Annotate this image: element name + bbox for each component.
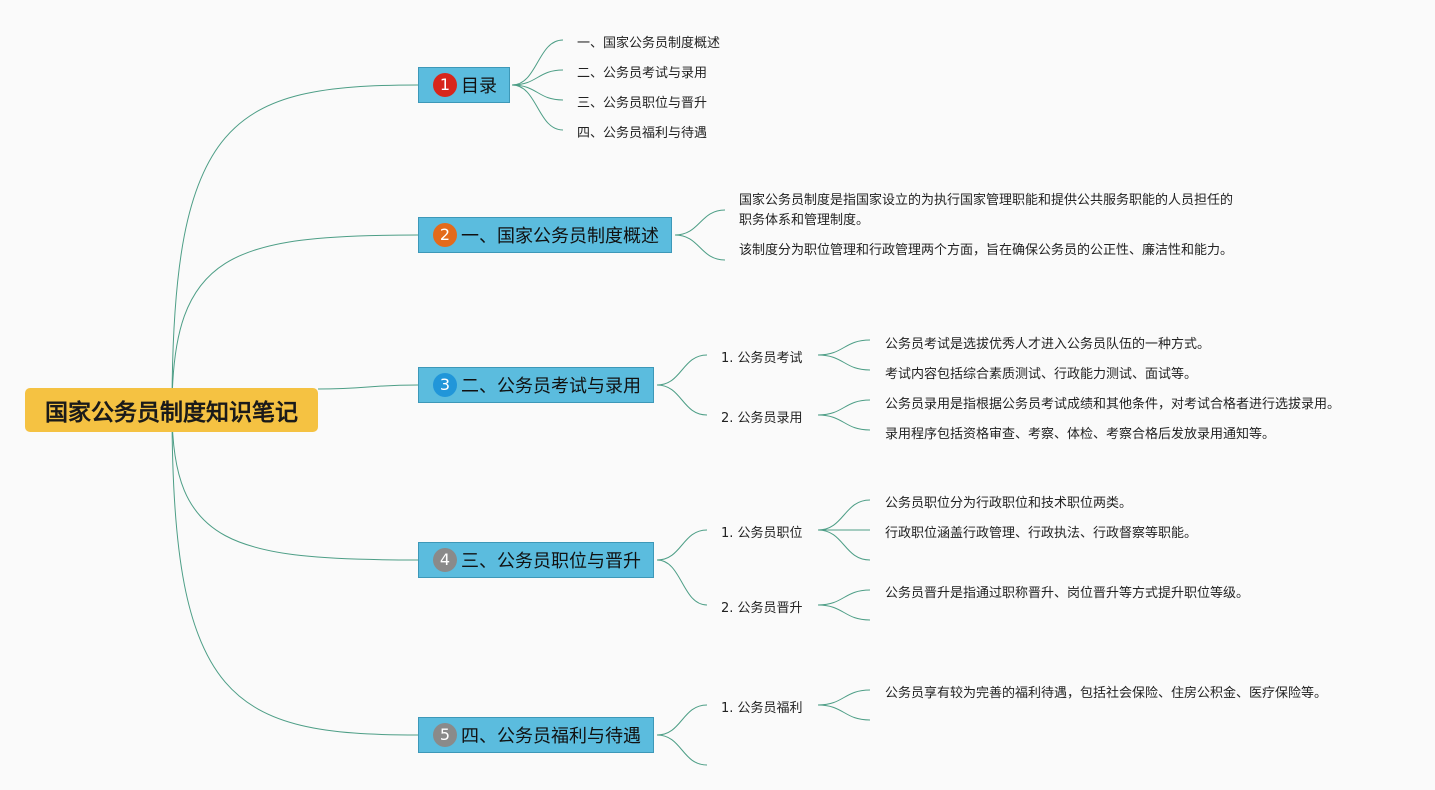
branch-leaf-link bbox=[674, 234, 726, 261]
branch-label: 一、国家公务员制度概述 bbox=[461, 226, 659, 247]
root-branch-link bbox=[171, 84, 419, 411]
sub-leaf-link bbox=[817, 604, 871, 621]
leaf-note[interactable]: 行政职位涵盖行政管理、行政执法、行政督察等职能。 bbox=[885, 526, 1198, 541]
sub-leaf-link bbox=[817, 689, 871, 706]
branch-label: 四、公务员福利与待遇 bbox=[461, 726, 641, 747]
sub-leaf-link bbox=[817, 529, 871, 561]
toc-item[interactable]: 三、公务员职位与晋升 bbox=[577, 96, 708, 111]
subtopic-position[interactable]: 1. 公务员职位 bbox=[721, 526, 803, 541]
branch-sub-link bbox=[656, 704, 708, 736]
sub-leaf-link bbox=[817, 499, 871, 531]
overview-paragraph[interactable]: 该制度分为职位管理和行政管理两个方面，旨在确保公务员的公正性、廉洁性和能力。 bbox=[739, 243, 1234, 258]
subtopic-hiring[interactable]: 2. 公务员录用 bbox=[721, 411, 803, 426]
leaf-note[interactable]: 公务员录用是指根据公务员考试成绩和其他条件，对考试合格者进行选拔录用。 bbox=[885, 397, 1341, 412]
toc-item[interactable]: 二、公务员考试与录用 bbox=[577, 66, 708, 81]
branch-exam[interactable]: 3 二、公务员考试与录用 bbox=[418, 367, 654, 403]
branch-leaf-link bbox=[674, 209, 726, 236]
branch-leaf-link bbox=[511, 84, 564, 101]
branch-toc[interactable]: 1 目录 bbox=[418, 67, 510, 103]
branch-label: 三、公务员职位与晋升 bbox=[461, 551, 641, 572]
branch-sub-link bbox=[656, 559, 708, 606]
sub-leaf-link bbox=[817, 339, 871, 356]
sub-leaf-link bbox=[817, 399, 871, 416]
subtopic-promotion[interactable]: 2. 公务员晋升 bbox=[721, 601, 803, 616]
leaf-note[interactable]: 录用程序包括资格审查、考察、体检、考察合格后发放录用通知等。 bbox=[885, 427, 1276, 442]
branch-sub-link bbox=[656, 529, 708, 561]
branch-leaf-link bbox=[511, 84, 564, 131]
leaf-note[interactable]: 公务员考试是选拔优秀人才进入公务员队伍的一种方式。 bbox=[885, 337, 1211, 352]
branch-leaf-link bbox=[511, 39, 564, 86]
root-branch-link bbox=[171, 409, 419, 736]
subtopic-welfare[interactable]: 1. 公务员福利 bbox=[721, 701, 803, 716]
number-badge-2: 2 bbox=[433, 223, 457, 247]
branch-sub-link bbox=[656, 354, 708, 386]
leaf-note[interactable]: 考试内容包括综合素质测试、行政能力测试、面试等。 bbox=[885, 367, 1198, 382]
branch-label: 二、公务员考试与录用 bbox=[461, 376, 641, 397]
branch-sub-link bbox=[656, 734, 708, 766]
subtopic-exam[interactable]: 1. 公务员考试 bbox=[721, 351, 803, 366]
toc-item[interactable]: 四、公务员福利与待遇 bbox=[577, 126, 708, 141]
branch-leaf-link bbox=[511, 69, 564, 86]
number-badge-1: 1 bbox=[433, 73, 457, 97]
number-badge-3: 3 bbox=[433, 373, 457, 397]
branch-welfare[interactable]: 5 四、公务员福利与待遇 bbox=[418, 717, 654, 753]
sub-leaf-link bbox=[817, 354, 871, 371]
leaf-note[interactable]: 公务员享有较为完善的福利待遇，包括社会保险、住房公积金、医疗保险等。 bbox=[885, 686, 1328, 701]
leaf-note[interactable]: 公务员职位分为行政职位和技术职位两类。 bbox=[885, 496, 1133, 511]
sub-leaf-link bbox=[817, 414, 871, 431]
root-branch-link bbox=[317, 384, 419, 390]
root-topic[interactable]: 国家公务员制度知识笔记 bbox=[25, 388, 318, 432]
root-branch-link bbox=[171, 234, 419, 411]
branch-sub-link bbox=[656, 384, 708, 416]
sub-leaf-link bbox=[817, 704, 871, 721]
number-badge-5: 5 bbox=[433, 723, 457, 747]
branch-position[interactable]: 4 三、公务员职位与晋升 bbox=[418, 542, 654, 578]
overview-paragraph[interactable]: 国家公务员制度是指国家设立的为执行国家管理职能和提供公共服务职能的人员担任的职务… bbox=[739, 193, 1234, 228]
sub-leaf-link bbox=[817, 589, 871, 606]
branch-label: 目录 bbox=[461, 76, 497, 97]
leaf-note[interactable]: 公务员晋升是指通过职称晋升、岗位晋升等方式提升职位等级。 bbox=[885, 586, 1250, 601]
number-badge-4: 4 bbox=[433, 548, 457, 572]
root-branch-link bbox=[171, 409, 419, 561]
branch-overview[interactable]: 2 一、国家公务员制度概述 bbox=[418, 217, 672, 253]
toc-item[interactable]: 一、国家公务员制度概述 bbox=[577, 36, 721, 51]
